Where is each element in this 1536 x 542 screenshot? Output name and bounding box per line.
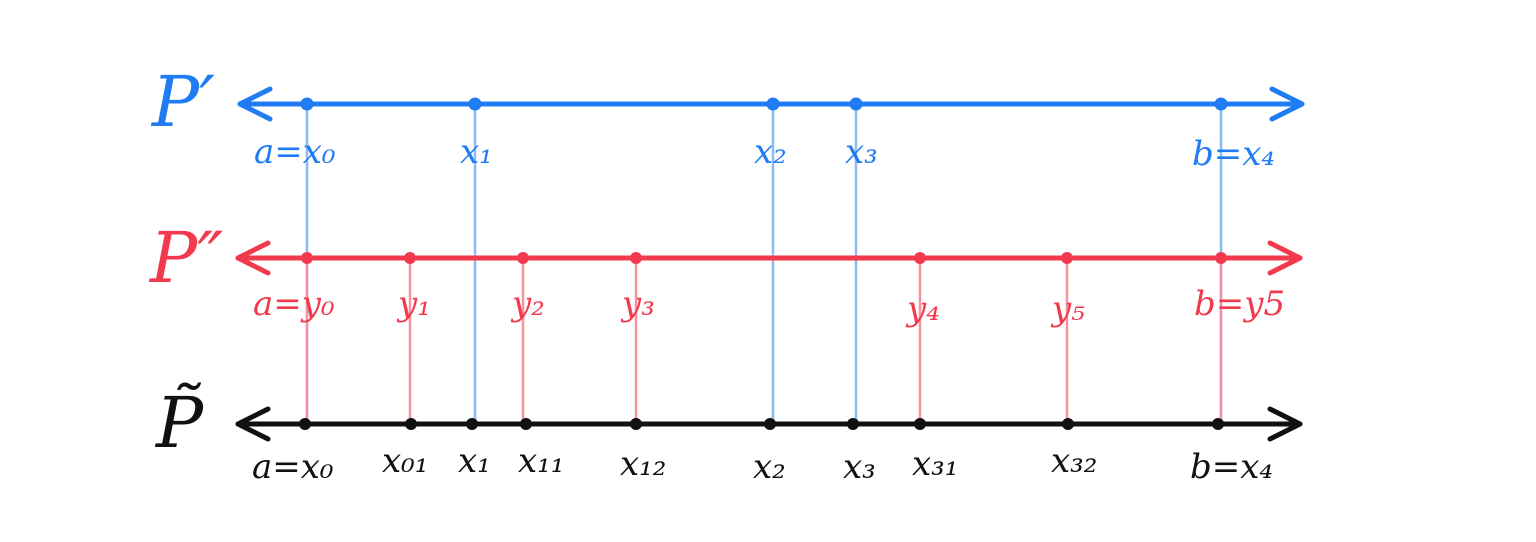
p-prime-point — [1214, 97, 1228, 111]
p-tilde-line-left-arrowhead — [235, 406, 271, 442]
p-prime-label: x₂ — [754, 132, 787, 172]
p-prime-label: a=x₀ — [254, 132, 336, 172]
p-prime-point — [468, 97, 482, 111]
p-tilde-label: x₁₁ — [518, 441, 564, 481]
p-tilde-label: x₃ — [843, 447, 876, 487]
p-double-prime-line-right-arrowhead — [1267, 240, 1303, 276]
p-prime-label: x₃ — [845, 132, 878, 172]
p-tilde-label: x₃₂ — [1051, 441, 1097, 481]
p-tilde-point — [520, 418, 532, 430]
p-double-prime-label: y₃ — [620, 284, 655, 324]
p-tilde-label: x₁₂ — [620, 444, 666, 484]
p-tilde-point — [299, 418, 311, 430]
p-double-prime-label: y₅ — [1050, 289, 1085, 329]
p-tilde-point — [914, 418, 926, 430]
p-tilde-label: x₂ — [753, 447, 786, 487]
row-title-p-double-prime: P″ — [148, 217, 223, 299]
p-double-prime-point — [630, 252, 642, 264]
p-double-prime-point — [517, 252, 529, 264]
p-tilde-point — [1062, 418, 1074, 430]
p-tilde-point — [847, 418, 859, 430]
p-double-prime-label: b=y5 — [1194, 284, 1285, 324]
p-tilde-label: x₁ — [458, 441, 491, 481]
p-tilde-line-right-arrowhead — [1267, 406, 1303, 442]
p-double-prime-point — [404, 252, 416, 264]
p-prime-line-right-arrowhead — [1269, 86, 1305, 122]
p-tilde-point — [1212, 418, 1224, 430]
p-double-prime-label: y₂ — [510, 284, 545, 324]
p-double-prime-label: y₁ — [396, 284, 431, 324]
row-title-p-tilde: P̃ — [154, 382, 205, 464]
p-tilde-point — [630, 418, 642, 430]
p-double-prime-labels: a=y₀ y₁ y₂ y₃ y₄ y₅ b=y5 — [253, 284, 1285, 329]
p-prime-point — [849, 97, 863, 111]
p-prime-labels: a=x₀ x₁ x₂ x₃ b=x₄ — [254, 132, 1275, 174]
p-prime-label: b=x₄ — [1192, 134, 1275, 174]
p-tilde-point — [764, 418, 776, 430]
p-tilde-label: a=x₀ — [252, 447, 334, 487]
row-title-p-prime: P′ — [150, 61, 215, 143]
p-double-prime-point — [301, 252, 313, 264]
p-prime-label: x₁ — [460, 132, 493, 172]
p-prime-point — [300, 97, 314, 111]
p-tilde-point — [466, 418, 478, 430]
p-double-prime-line-left-arrowhead — [235, 240, 271, 276]
p-tilde-point — [405, 418, 417, 430]
p-tilde-label: x₀₁ — [382, 441, 428, 481]
p-double-prime-point — [1061, 252, 1073, 264]
p-tilde-labels: a=x₀ x₀₁ x₁ x₁₁ x₁₂ x₂ x₃ x₃₁ x₃₂ b=x₄ — [252, 441, 1273, 487]
p-prime-point — [766, 97, 780, 111]
p-tilde-label: x₃₁ — [912, 444, 958, 484]
partition-points — [299, 97, 1228, 430]
p-double-prime-point — [1215, 252, 1227, 264]
p-double-prime-label: y₄ — [905, 289, 940, 329]
p-double-prime-label: a=y₀ — [253, 284, 335, 324]
p-double-prime-point — [914, 252, 926, 264]
p-prime-line-left-arrowhead — [237, 86, 273, 122]
p-tilde-label: b=x₄ — [1190, 447, 1273, 487]
